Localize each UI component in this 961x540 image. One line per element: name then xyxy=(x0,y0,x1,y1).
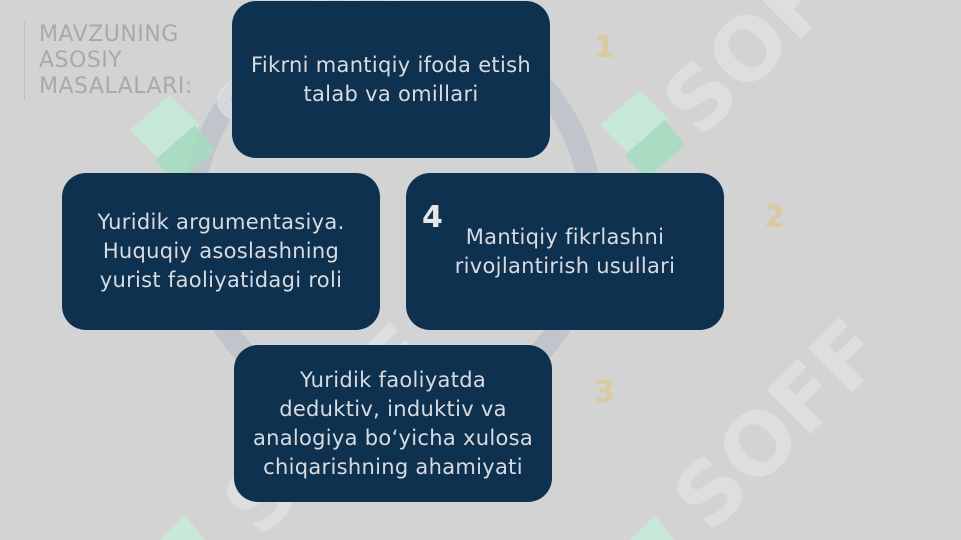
topic-number-3: 3 xyxy=(594,375,615,410)
topic-box-4: Yuridik argumentasiya. Huquqiy asoslashn… xyxy=(62,173,380,330)
svg-text:SOFF: SOFF xyxy=(644,0,893,155)
topic-box-3: Yuridik faoliyatda deduktiv, induktiv va… xyxy=(234,345,552,502)
topic-number-2: 2 xyxy=(764,200,785,235)
topic-box-2: Mantiqiy fikrlashni rivojlantirish usull… xyxy=(406,173,724,330)
topic-number-4: 4 xyxy=(422,200,443,235)
section-title: MAVZUNING ASOSIY MASALALARI: xyxy=(24,22,239,100)
topic-text: Yuridik faoliyatda deduktiv, induktiv va… xyxy=(252,367,534,479)
topic-number-1: 1 xyxy=(594,30,615,65)
topic-text: Mantiqiy fikrlashni rivojlantirish usull… xyxy=(454,224,676,278)
topic-text: Fikrni mantiqiy ifoda etish talab va omi… xyxy=(251,52,531,106)
topic-text: Yuridik argumentasiya. Huquqiy asoslashn… xyxy=(97,210,345,292)
topic-box-1: Fikrni mantiqiy ifoda etish talab va omi… xyxy=(232,1,550,158)
svg-text:SOFF: SOFF xyxy=(654,301,903,540)
